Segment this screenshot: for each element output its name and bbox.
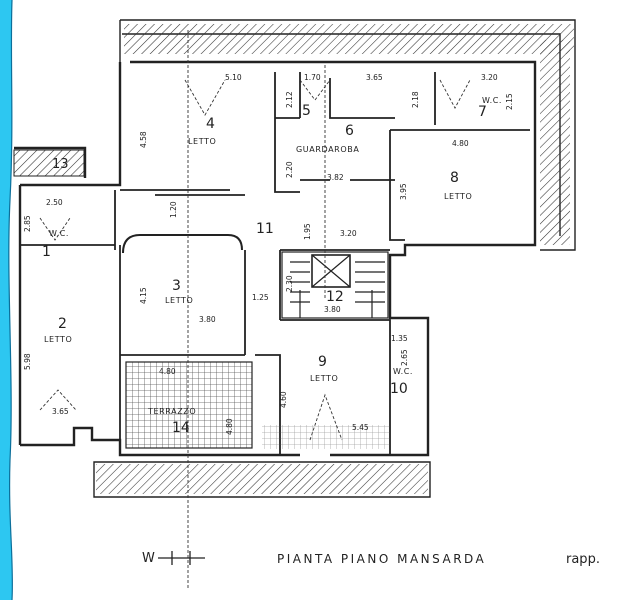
dimension: 1.70 xyxy=(304,73,321,82)
roof-eaves xyxy=(93,19,576,498)
dimension: 4.15 xyxy=(139,287,148,304)
dimension: 2.15 xyxy=(505,93,514,110)
room-12-number: 12 xyxy=(326,289,344,305)
room-5-number: 5 xyxy=(302,103,311,119)
room-6-number: 6 xyxy=(345,123,354,139)
room-1-label: W.C. xyxy=(49,229,69,238)
room-3-number: 3 xyxy=(172,278,181,294)
dimension: 4.80 xyxy=(452,139,469,148)
room-14-number: 14 xyxy=(172,420,190,436)
dimension: 2.18 xyxy=(411,91,420,108)
dimension: 2.85 xyxy=(23,215,32,232)
room-numbers: 1 2 3 4 5 6 7 8 9 10 11 12 13 14 xyxy=(42,103,487,436)
stairwell xyxy=(281,251,389,319)
room-6-label: GUARDAROBA xyxy=(296,145,359,154)
room-2-number: 2 xyxy=(58,316,67,332)
room-10-label: W.C. xyxy=(393,367,413,376)
interior-walls xyxy=(20,72,530,455)
room-10-number: 10 xyxy=(390,381,408,397)
room-8-number: 8 xyxy=(450,170,459,186)
room-1-number: 1 xyxy=(42,244,51,260)
dimension: 3.20 xyxy=(481,73,498,82)
dimension: 4.58 xyxy=(139,131,148,148)
room-9-number: 9 xyxy=(318,354,327,370)
room-13-number: 13 xyxy=(52,157,69,172)
dimension: 2.50 xyxy=(46,198,63,207)
dimension: 3.80 xyxy=(324,305,341,314)
room-13-balcony xyxy=(13,149,85,177)
dimension: 1.20 xyxy=(169,201,178,218)
door-symbols xyxy=(39,30,471,590)
dimension: 2.30 xyxy=(285,275,294,292)
dimension: 3.80 xyxy=(199,315,216,324)
room-11-number: 11 xyxy=(256,221,274,237)
dimension: 5.10 xyxy=(225,73,242,82)
dimension: 2.12 xyxy=(285,91,294,108)
dimension: 1.25 xyxy=(252,293,269,302)
dimension: 4.80 xyxy=(225,418,234,435)
room-3-curved-wall xyxy=(122,234,243,254)
dimension: 3.65 xyxy=(366,73,383,82)
terrace-grid xyxy=(125,361,253,449)
room-4-number: 4 xyxy=(206,116,215,132)
dimension: 1.35 xyxy=(391,334,408,343)
dimension: 3.82 xyxy=(327,173,344,182)
dimension: 3.20 xyxy=(340,229,357,238)
dimension: 5.98 xyxy=(23,353,32,370)
dimension: 3.65 xyxy=(52,407,69,416)
dimension: 5.45 xyxy=(352,423,369,432)
dimension: 2.20 xyxy=(285,161,294,178)
dimension-labels: 5.10 1.70 3.65 3.20 2.12 2.18 2.15 4.58 … xyxy=(23,73,514,435)
room-8-label: LETTO xyxy=(444,192,472,201)
title-suffix: rapp. xyxy=(566,552,600,567)
outer-walls xyxy=(14,60,537,457)
compass-label: W xyxy=(142,551,155,566)
room-3-label: LETTO xyxy=(165,296,193,305)
dimension: 4.80 xyxy=(159,367,176,376)
dimension: 3.95 xyxy=(399,183,408,200)
dimension: 4.60 xyxy=(279,391,288,408)
compass-arrow-icon xyxy=(158,551,205,565)
title-block: W PIANTA PIANO MANSARDA rapp. xyxy=(142,551,600,567)
room-9-label: LETTO xyxy=(310,374,338,383)
blue-edge-highlight xyxy=(0,0,13,600)
dimension: 1.95 xyxy=(303,223,312,240)
room-14-label: TERRAZZO xyxy=(147,407,196,416)
room-2-label: LETTO xyxy=(44,335,72,344)
room-4-label: LETTO xyxy=(188,137,216,146)
dimension: 2.65 xyxy=(400,349,409,366)
room-labels: W.C. LETTO LETTO LETTO GUARDAROBA W.C. L… xyxy=(44,96,502,416)
room-7-label: W.C. xyxy=(482,96,502,105)
room-7-number: 7 xyxy=(478,104,487,120)
plan-title: PIANTA PIANO MANSARDA xyxy=(277,552,486,566)
